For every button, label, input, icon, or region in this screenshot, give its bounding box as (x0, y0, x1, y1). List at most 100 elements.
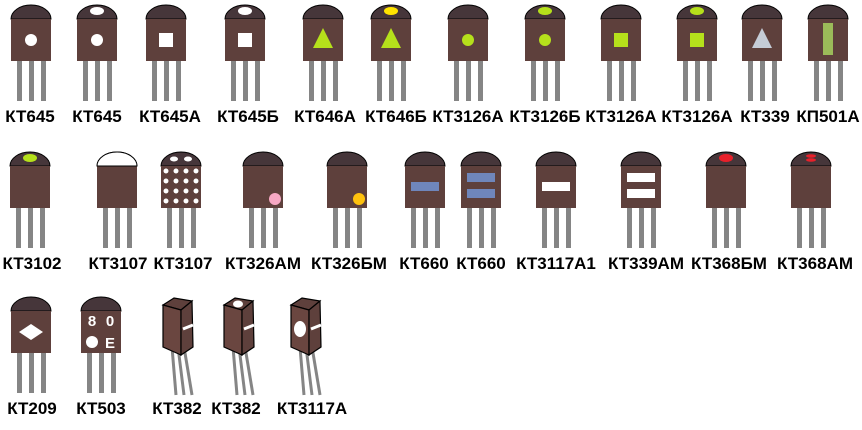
package-dome (447, 4, 489, 20)
top-oval-mark (538, 7, 552, 15)
top-oval-mark (238, 7, 252, 15)
transistor-label: КТ3126А (661, 107, 732, 126)
dot-mark (539, 34, 551, 46)
package-dome (620, 151, 662, 167)
dot-mark (173, 188, 179, 194)
top-oval-mark (806, 158, 816, 162)
transistor: КТ645 (72, 4, 122, 126)
lead (41, 61, 46, 101)
triangle-mark (752, 28, 772, 48)
transistor: КТ3117А (277, 297, 347, 418)
lead (401, 61, 406, 101)
lead (41, 353, 46, 393)
lead (760, 61, 765, 101)
package-dome (326, 151, 368, 167)
marking-code-char: E (105, 335, 115, 352)
lead (179, 208, 184, 248)
lead (639, 208, 644, 248)
transistor-label: КТ368БМ (691, 254, 767, 273)
dot-mark (163, 198, 169, 204)
lead (619, 61, 624, 101)
transistor-label: КТ645 (5, 107, 55, 126)
package-dome (10, 296, 52, 312)
transistor: КТ209 (7, 296, 57, 418)
transistor-label: КТ3107 (88, 254, 147, 273)
lead (87, 353, 92, 393)
lead (29, 61, 34, 101)
transistor-label: КТ645Б (217, 107, 279, 126)
lead (821, 208, 826, 248)
transistor-label: КТ382 (211, 399, 261, 418)
lead (333, 61, 338, 101)
square-mark (238, 33, 252, 47)
dot-mark (193, 198, 199, 204)
dot-mark (163, 168, 169, 174)
transistor: КТ645Б (217, 4, 279, 126)
lead (261, 208, 266, 248)
lead (542, 208, 547, 248)
top-oval-mark (384, 7, 398, 15)
lead (555, 61, 560, 101)
lead (554, 208, 559, 248)
dot-mark (193, 188, 199, 194)
lead (29, 353, 34, 393)
lead (309, 61, 314, 101)
transistor-label: КТ368АМ (777, 254, 853, 273)
lead (683, 61, 688, 101)
key-tab (310, 323, 322, 331)
top-oval-mark (90, 7, 104, 15)
dot-mark (173, 168, 179, 174)
transistor-label: КТ645А (139, 107, 201, 126)
package-dome (404, 151, 446, 167)
transistor-label: КТ209 (7, 399, 57, 418)
dot-mark (193, 168, 199, 174)
lead (736, 208, 741, 248)
transistor-label: КТ339 (740, 107, 790, 126)
lead (255, 61, 260, 101)
dot-mark (25, 34, 37, 46)
transistor: КТ660 (399, 151, 449, 273)
dot-mark (163, 178, 169, 184)
lead (321, 61, 326, 101)
bar-mark (627, 173, 655, 182)
lead (389, 61, 394, 101)
transistor: КТ646Б (365, 4, 427, 126)
lead (345, 208, 350, 248)
lead (631, 61, 636, 101)
transistor: КТ646А (294, 4, 356, 126)
lead (748, 61, 753, 101)
lead (838, 61, 843, 101)
lead (607, 61, 612, 101)
transistor: КТ382 (152, 297, 202, 418)
lead (95, 61, 100, 101)
transistor-label: КТ3117А (277, 399, 347, 418)
lead (164, 61, 169, 101)
lead (127, 208, 132, 248)
key-tab (182, 323, 194, 331)
lead (249, 208, 254, 248)
package-body (10, 166, 50, 208)
lead (814, 61, 819, 101)
package-side (162, 304, 182, 356)
lead (333, 208, 338, 248)
lead (491, 208, 496, 248)
top-oval-mark (233, 300, 243, 308)
diamond-mark (19, 324, 43, 340)
lead (191, 208, 196, 248)
transistor-label: КТ382 (152, 399, 202, 418)
lead (466, 61, 471, 101)
transistor: КП501А (796, 4, 860, 126)
transistor: КТ3126А (661, 4, 733, 126)
transistor: КТ645А (139, 4, 201, 126)
package-body (97, 166, 137, 208)
transistor: КТ3102 (2, 151, 62, 273)
lead (298, 346, 306, 396)
package-dome (460, 151, 502, 167)
lead (695, 61, 700, 101)
dot-mark (183, 188, 189, 194)
lead (826, 61, 831, 101)
transistor-label: КТ326АМ (225, 254, 301, 273)
lead (478, 61, 483, 101)
lead (176, 61, 181, 101)
dot-mark (91, 34, 103, 46)
